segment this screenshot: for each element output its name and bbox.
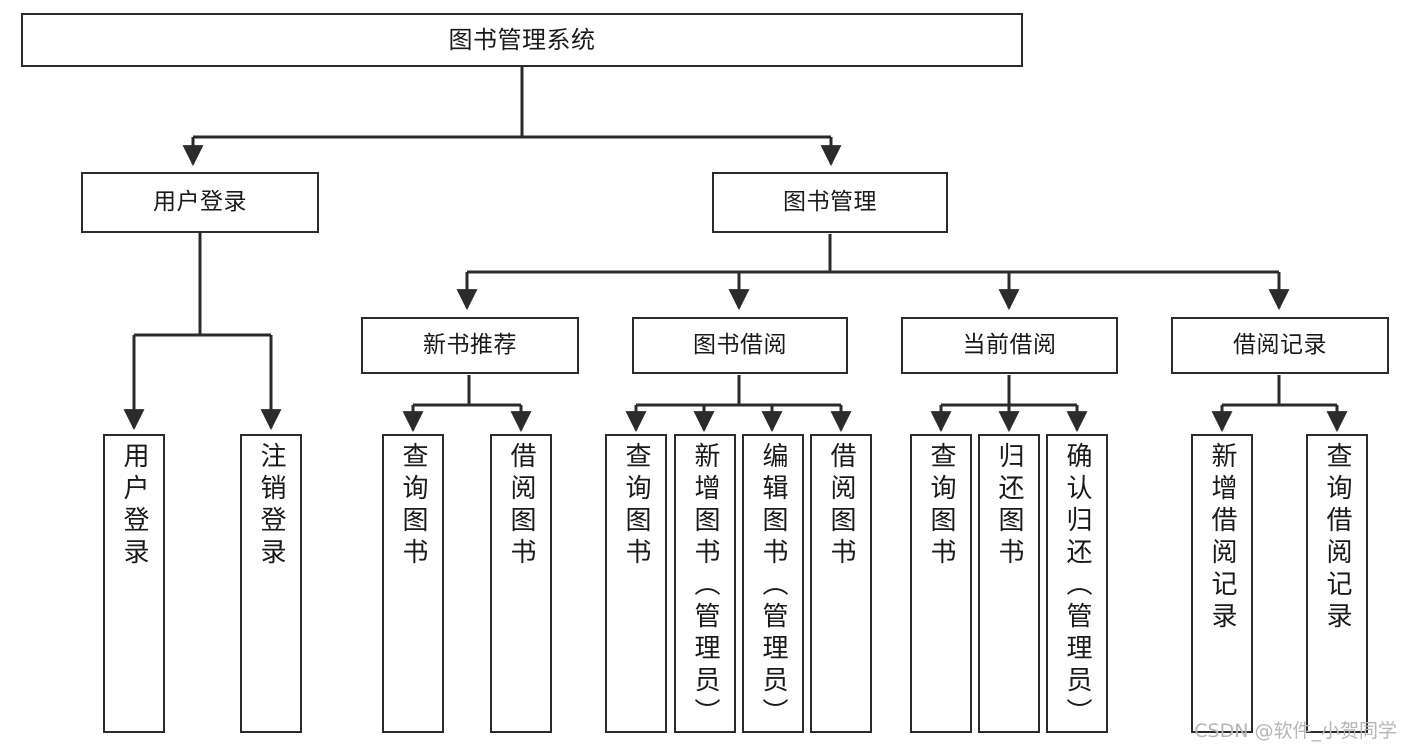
node-label: 借阅记录 [1233,331,1327,358]
node-label: 当前借阅 [962,331,1057,358]
node-label: 查询图书 [926,442,956,570]
leaf-borrow-edit-book-admin[interactable]: 编辑图书（管理员） [742,434,804,733]
leaf-current-return-book[interactable]: 归还图书 [978,434,1040,733]
leaf-borrow-borrow-book[interactable]: 借阅图书 [810,434,872,733]
node-book-management[interactable]: 图书管理 [712,172,948,233]
leaf-record-add-record[interactable]: 新增借阅记录 [1191,434,1253,733]
node-current-borrow[interactable]: 当前借阅 [901,317,1118,374]
node-borrow-record[interactable]: 借阅记录 [1171,317,1389,374]
node-user-login[interactable]: 用户登录 [81,172,319,233]
node-label: 确认归还（管理员） [1062,442,1092,730]
node-new-book-recommend[interactable]: 新书推荐 [361,317,579,374]
node-label: 借阅图书 [826,442,856,570]
node-book-borrow[interactable]: 图书借阅 [632,317,848,374]
leaf-current-confirm-return-admin[interactable]: 确认归还（管理员） [1046,434,1108,733]
node-label: 查询图书 [621,442,651,570]
leaf-recommend-query-book[interactable]: 查询图书 [382,434,444,733]
node-label: 归还图书 [994,442,1024,570]
node-label: 用户登录 [119,442,149,570]
leaf-user-login-logout[interactable]: 注销登录 [240,434,302,733]
node-root-system[interactable]: 图书管理系统 [21,13,1023,67]
node-label: 新书推荐 [423,331,517,358]
node-label: 图书管理 [783,188,877,215]
node-label: 编辑图书（管理员） [758,442,788,730]
leaf-user-login-login[interactable]: 用户登录 [103,434,165,733]
node-label: 新增图书（管理员） [690,442,720,730]
leaf-borrow-add-book-admin[interactable]: 新增图书（管理员） [674,434,736,733]
node-label: 图书借阅 [693,331,787,358]
leaf-current-query-book[interactable]: 查询图书 [910,434,972,733]
node-label: 借阅图书 [506,442,536,570]
node-label: 新增借阅记录 [1207,442,1237,634]
node-label: 用户登录 [153,188,247,215]
node-label: 注销登录 [256,442,286,570]
node-label: 图书管理系统 [448,25,596,54]
leaf-recommend-borrow-book[interactable]: 借阅图书 [490,434,552,733]
leaf-borrow-query-book[interactable]: 查询图书 [605,434,667,733]
node-label: 查询图书 [398,442,428,570]
node-label: 查询借阅记录 [1322,442,1352,634]
leaf-record-query-record[interactable]: 查询借阅记录 [1306,434,1368,733]
